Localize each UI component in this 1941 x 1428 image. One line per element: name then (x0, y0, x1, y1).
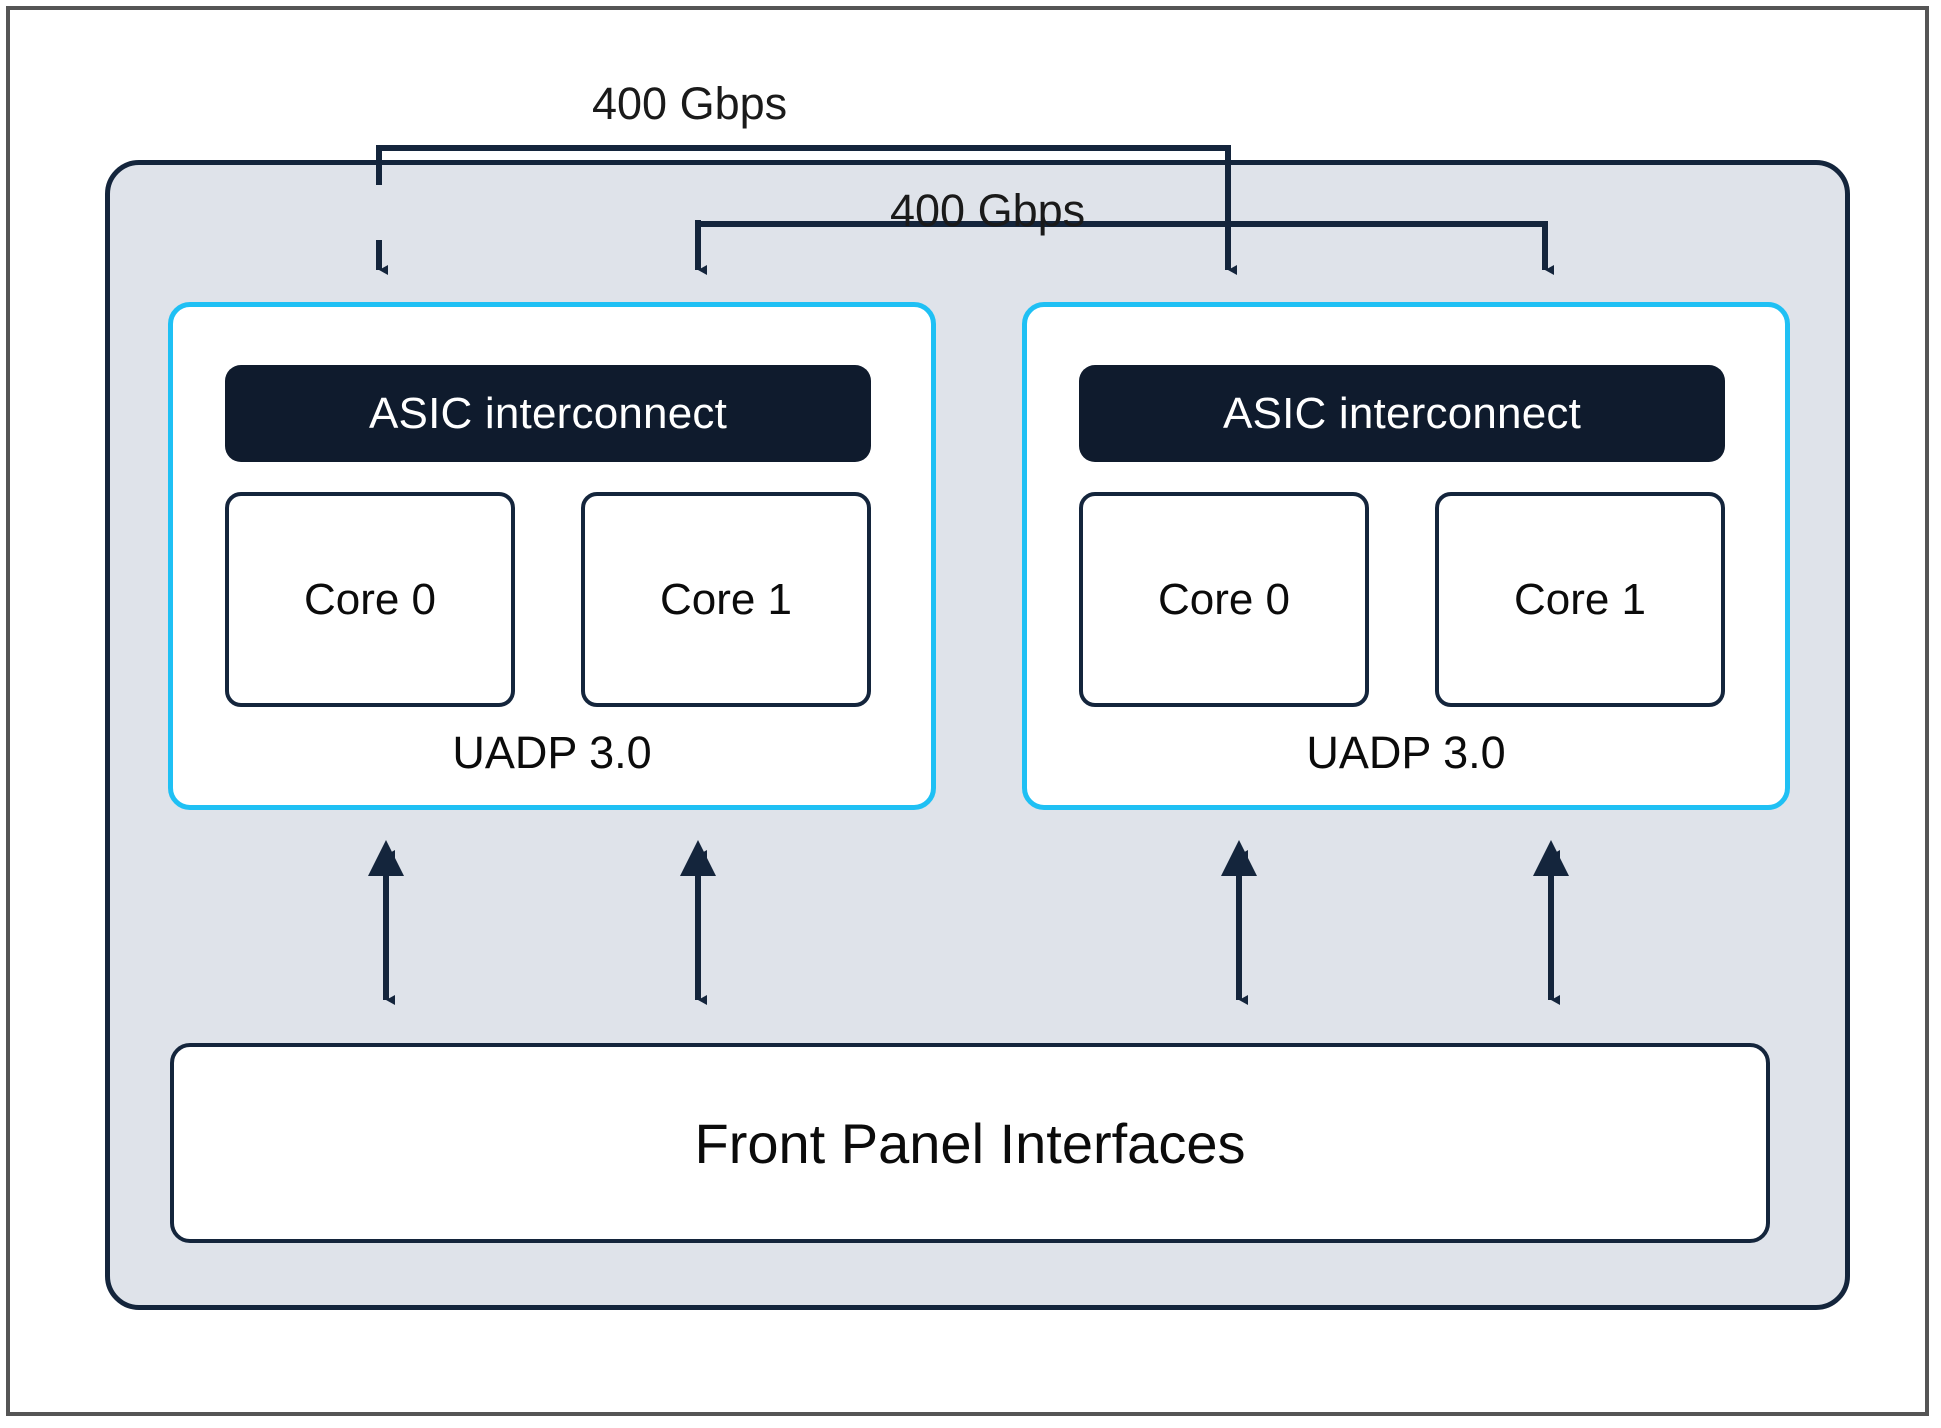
core-row-left: Core 0 Core 1 (225, 492, 871, 707)
uadp-label-right: UADP 3.0 (1306, 727, 1506, 778)
core-box-right-1[interactable]: Core 1 (1435, 492, 1725, 707)
core-box-left-0[interactable]: Core 0 (225, 492, 515, 707)
bandwidth-label-mid: 400 Gbps (890, 185, 1086, 236)
bandwidth-label-top: 400 Gbps (592, 78, 788, 129)
core-row-right: Core 0 Core 1 (1079, 492, 1725, 707)
core-box-right-0[interactable]: Core 0 (1079, 492, 1369, 707)
core-box-left-1[interactable]: Core 1 (581, 492, 871, 707)
asic-interconnect-left: ASIC interconnect (225, 365, 871, 462)
uadp-unit-left[interactable]: ASIC interconnect Core 0 Core 1 UADP 3.0 (168, 302, 936, 810)
uadp-unit-right[interactable]: ASIC interconnect Core 0 Core 1 UADP 3.0 (1022, 302, 1790, 810)
front-panel-interfaces[interactable]: Front Panel Interfaces (170, 1043, 1770, 1243)
asic-interconnect-right: ASIC interconnect (1079, 365, 1725, 462)
uadp-label-left: UADP 3.0 (452, 727, 652, 778)
